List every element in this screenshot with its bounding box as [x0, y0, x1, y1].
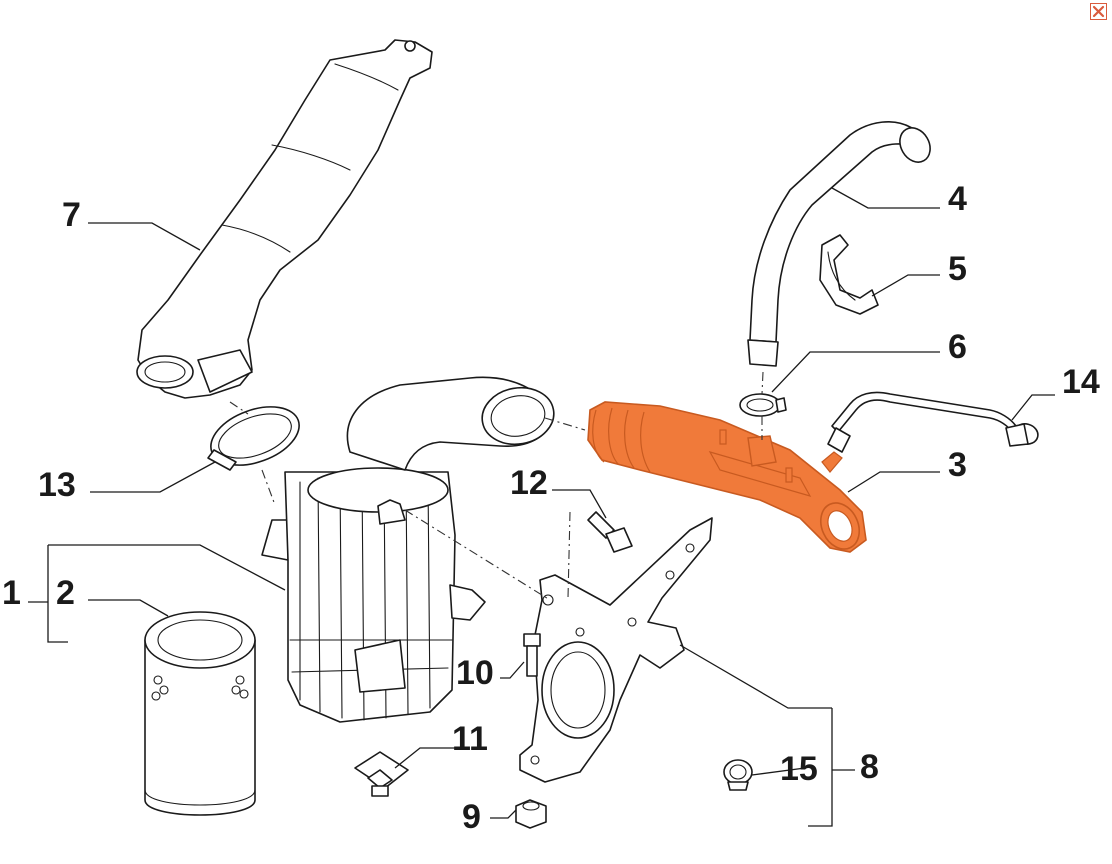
callout-7: 7	[62, 196, 81, 234]
callout-15: 15	[780, 750, 818, 788]
callout-2: 2	[56, 574, 75, 612]
callout-10: 10	[456, 654, 494, 692]
part-10-bolt[interactable]	[523, 633, 541, 677]
callout-4: 4	[948, 180, 967, 218]
close-icon	[1092, 5, 1105, 18]
part-7-intake-duct[interactable]	[136, 39, 433, 399]
part-13-clamp-ring[interactable]	[203, 396, 307, 476]
callout-labels: 7 13 1 2 4 5 6 14 3 12 10 11 9 15 8	[2, 180, 1100, 836]
part-6-hose-clamp[interactable]	[739, 393, 787, 417]
assembly-lines	[229, 371, 764, 601]
part-9-nut[interactable]	[515, 799, 547, 829]
callout-14: 14	[1062, 363, 1100, 401]
part-11-clip-nut[interactable]	[354, 751, 409, 797]
part-3-intake-pipe-highlighted[interactable]	[587, 401, 867, 555]
callout-5: 5	[948, 250, 967, 288]
callout-6: 6	[948, 328, 967, 366]
close-button[interactable]	[1090, 3, 1107, 20]
callout-1: 1	[2, 574, 21, 612]
callout-11: 11	[452, 720, 488, 758]
part-1-air-filter-housing[interactable]	[261, 376, 558, 723]
part-12-bolt[interactable]	[587, 511, 633, 553]
part-4-hose[interactable]	[747, 121, 936, 367]
part-8-bracket[interactable]	[519, 517, 713, 783]
part-14-small-tube[interactable]	[827, 391, 1040, 453]
part-2-filter-element[interactable]	[144, 611, 256, 816]
callout-8: 8	[860, 748, 879, 786]
leader-lines	[28, 187, 1055, 827]
part-5-clip[interactable]	[819, 234, 879, 315]
part-15-grommet[interactable]	[723, 759, 753, 791]
callout-3: 3	[948, 446, 967, 484]
callout-9: 9	[462, 798, 481, 836]
callout-13: 13	[38, 466, 76, 504]
callout-12: 12	[510, 464, 548, 502]
